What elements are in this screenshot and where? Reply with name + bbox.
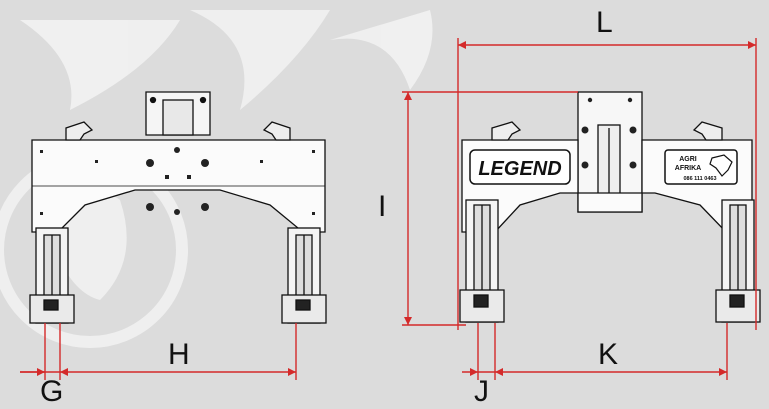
dimension-label-G: G bbox=[40, 375, 64, 408]
rear-leg-left bbox=[459, 199, 505, 323]
rear-view bbox=[459, 91, 761, 323]
africa-icon bbox=[709, 154, 733, 177]
badge-line1: AGRI bbox=[679, 156, 697, 163]
badge-line2: AFRIKA bbox=[675, 165, 701, 172]
badge-line3: 086 111 0463 bbox=[683, 176, 716, 182]
rear-leg-right bbox=[715, 199, 761, 323]
front-leg-right bbox=[281, 227, 327, 324]
dimension-label-L: L bbox=[596, 6, 613, 39]
legend-brand-text: LEGEND bbox=[478, 158, 561, 180]
dimension-label-H: H bbox=[168, 338, 190, 371]
dimension-arrowheads bbox=[37, 41, 756, 376]
front-hook-left bbox=[65, 121, 94, 141]
front-hook-right bbox=[262, 121, 291, 141]
dimension-label-I: I bbox=[378, 190, 387, 223]
front-view bbox=[29, 91, 327, 324]
rear-hook-left bbox=[491, 121, 522, 141]
dimension-label-K: K bbox=[598, 338, 619, 371]
legend-decal bbox=[469, 149, 571, 185]
rear-hook-right bbox=[692, 121, 723, 141]
front-leg-left bbox=[29, 227, 75, 324]
dimension-label-J: J bbox=[474, 375, 489, 408]
